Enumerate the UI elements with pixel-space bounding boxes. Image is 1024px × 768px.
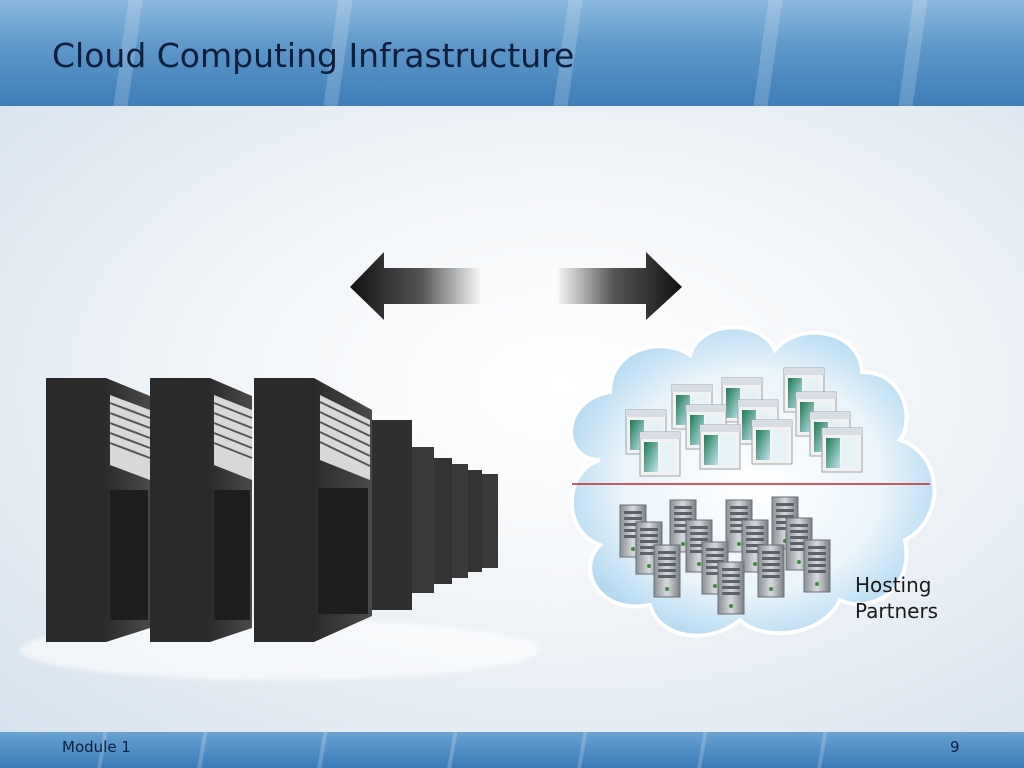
virtual-machine-window [751, 419, 793, 465]
virtual-machine-window [821, 427, 863, 473]
hosting-label-line1: Hosting [855, 573, 932, 597]
server-tower [717, 561, 745, 615]
hosting-partners-label: Hosting Partners [855, 572, 938, 624]
virtual-machine-window [639, 431, 681, 477]
server-tower [803, 539, 831, 593]
hosting-label-line2: Partners [855, 599, 939, 623]
server-tower [653, 544, 681, 598]
server-tower [757, 544, 785, 598]
slide-title: Cloud Computing Infrastructure [52, 36, 575, 75]
virtual-machine-icon [625, 367, 863, 477]
footer-module-label: Module 1 [62, 738, 131, 756]
server-tower-icon [619, 496, 831, 615]
page-number: 9 [950, 738, 960, 756]
virtual-machine-window [699, 424, 741, 470]
right-arrow-icon [558, 252, 682, 320]
slide-footer [0, 732, 1024, 768]
slide-header [0, 0, 1024, 106]
server-rack-icon [46, 378, 498, 642]
left-arrow-icon [350, 252, 480, 320]
